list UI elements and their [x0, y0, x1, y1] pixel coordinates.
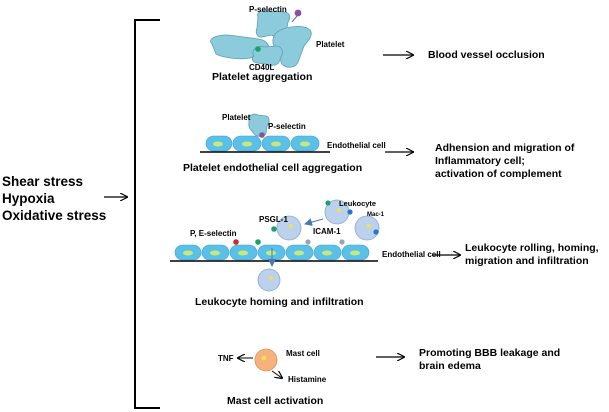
outcome-line: Inflammatory cell;	[435, 155, 525, 167]
platelet-aggregation-panel: P-selectin CD40L Platelet Platelet aggre…	[210, 5, 345, 83]
leukocyte-panel: Leukocyte Mac-1 PSGL-1 ICAM-1 P, E-selec…	[170, 199, 441, 308]
outcome-line: Adhension and migration of	[435, 142, 575, 154]
outcome-line: migration and infiltration	[465, 255, 589, 267]
mast-cell-panel: TNF Mast cell Histamine Mast cell activa…	[218, 348, 327, 407]
leukocyte-cell	[354, 215, 380, 241]
label-tnf: TNF	[218, 354, 234, 363]
mac1-marker	[325, 200, 331, 206]
caption-platelet-aggregation: Platelet aggregation	[212, 71, 312, 83]
mac1-marker	[373, 229, 379, 235]
platelet-endothelial-panel: Platelet P-selectin Endothelial cell Pla…	[183, 113, 386, 174]
outcome-line: activation of complement	[435, 168, 562, 180]
trigger-shear-stress: Shear stress	[2, 174, 83, 189]
label-platelet: Platelet	[316, 40, 345, 49]
endothelial-layer	[200, 135, 330, 153]
caption-mast-cell-activation: Mast cell activation	[227, 395, 323, 407]
p-selectin-stalk	[291, 15, 298, 23]
outcome-line: Leukocyte rolling, homing,	[465, 242, 599, 254]
mac1-marker	[347, 209, 353, 215]
platelet-cell	[248, 113, 270, 137]
cd40l-marker	[255, 46, 261, 52]
leukocyte-cell	[276, 215, 302, 241]
icam1-marker	[339, 239, 345, 245]
trigger-oxidative-stress: Oxidative stress	[2, 208, 106, 223]
mast-cell	[254, 348, 278, 372]
label-platelet: Platelet	[222, 113, 251, 122]
histamine-arrow	[271, 370, 282, 378]
cell-nucleus	[266, 250, 276, 256]
leukocyte-cell	[257, 268, 281, 292]
label-icam1: ICAM-1	[313, 227, 341, 236]
label-mast-cell: Mast cell	[286, 349, 320, 358]
cell-nucleus	[210, 250, 220, 256]
label-endothelial-cell: Endothelial cell	[382, 250, 441, 259]
leukocyte-nucleus	[367, 224, 371, 228]
label-histamine: Histamine	[288, 375, 327, 384]
label-psgl1: PSGL-1	[259, 215, 288, 224]
leukocyte-nucleus	[289, 224, 293, 228]
cell-nucleus	[183, 250, 193, 256]
trigger-hypoxia: Hypoxia	[2, 191, 55, 206]
caption-platelet-endothelial: Platelet endothelial cell aggregation	[183, 162, 362, 174]
cell-nucleus	[271, 141, 281, 147]
label-cd40l: CD40L	[249, 63, 274, 72]
mast-nucleus	[261, 355, 267, 361]
outcome-blood-vessel-occlusion: Blood vessel occlusion	[428, 49, 545, 61]
icam1-marker	[305, 239, 311, 245]
cell-nucleus	[238, 250, 248, 256]
outcome-line: brain edema	[419, 360, 481, 372]
leukocyte-nucleus	[337, 208, 341, 212]
label-pe-selectin: P, E-selectin	[190, 229, 237, 238]
label-leukocyte: Leukocyte	[339, 199, 376, 208]
cell-nucleus	[242, 141, 252, 147]
endothelial-layer	[170, 244, 378, 262]
cell-nucleus	[350, 250, 360, 256]
bracket	[134, 19, 160, 409]
label-endothelial-cell: Endothelial cell	[327, 141, 386, 150]
leukocyte-nucleus	[269, 276, 273, 280]
label-p-selectin: P-selectin	[249, 5, 287, 14]
cell-nucleus	[322, 250, 332, 256]
cell-nucleus	[294, 250, 304, 256]
p-selectin-marker	[294, 9, 302, 17]
platelet-cell	[272, 26, 312, 68]
label-p-selectin: P-selectin	[268, 122, 306, 131]
cell-nucleus	[300, 141, 310, 147]
p-selectin-marker	[259, 132, 265, 138]
selectin-marker	[255, 239, 261, 245]
cell-nucleus	[213, 141, 223, 147]
selectin-marker	[233, 239, 239, 245]
caption-leukocyte-homing: Leukocyte homing and infiltration	[195, 296, 364, 308]
rolling-arrow	[304, 218, 324, 226]
outcome-line: Promoting BBB leakage and	[419, 347, 560, 359]
psgl1-marker	[271, 226, 277, 232]
label-mac1: Mac-1	[367, 212, 385, 218]
